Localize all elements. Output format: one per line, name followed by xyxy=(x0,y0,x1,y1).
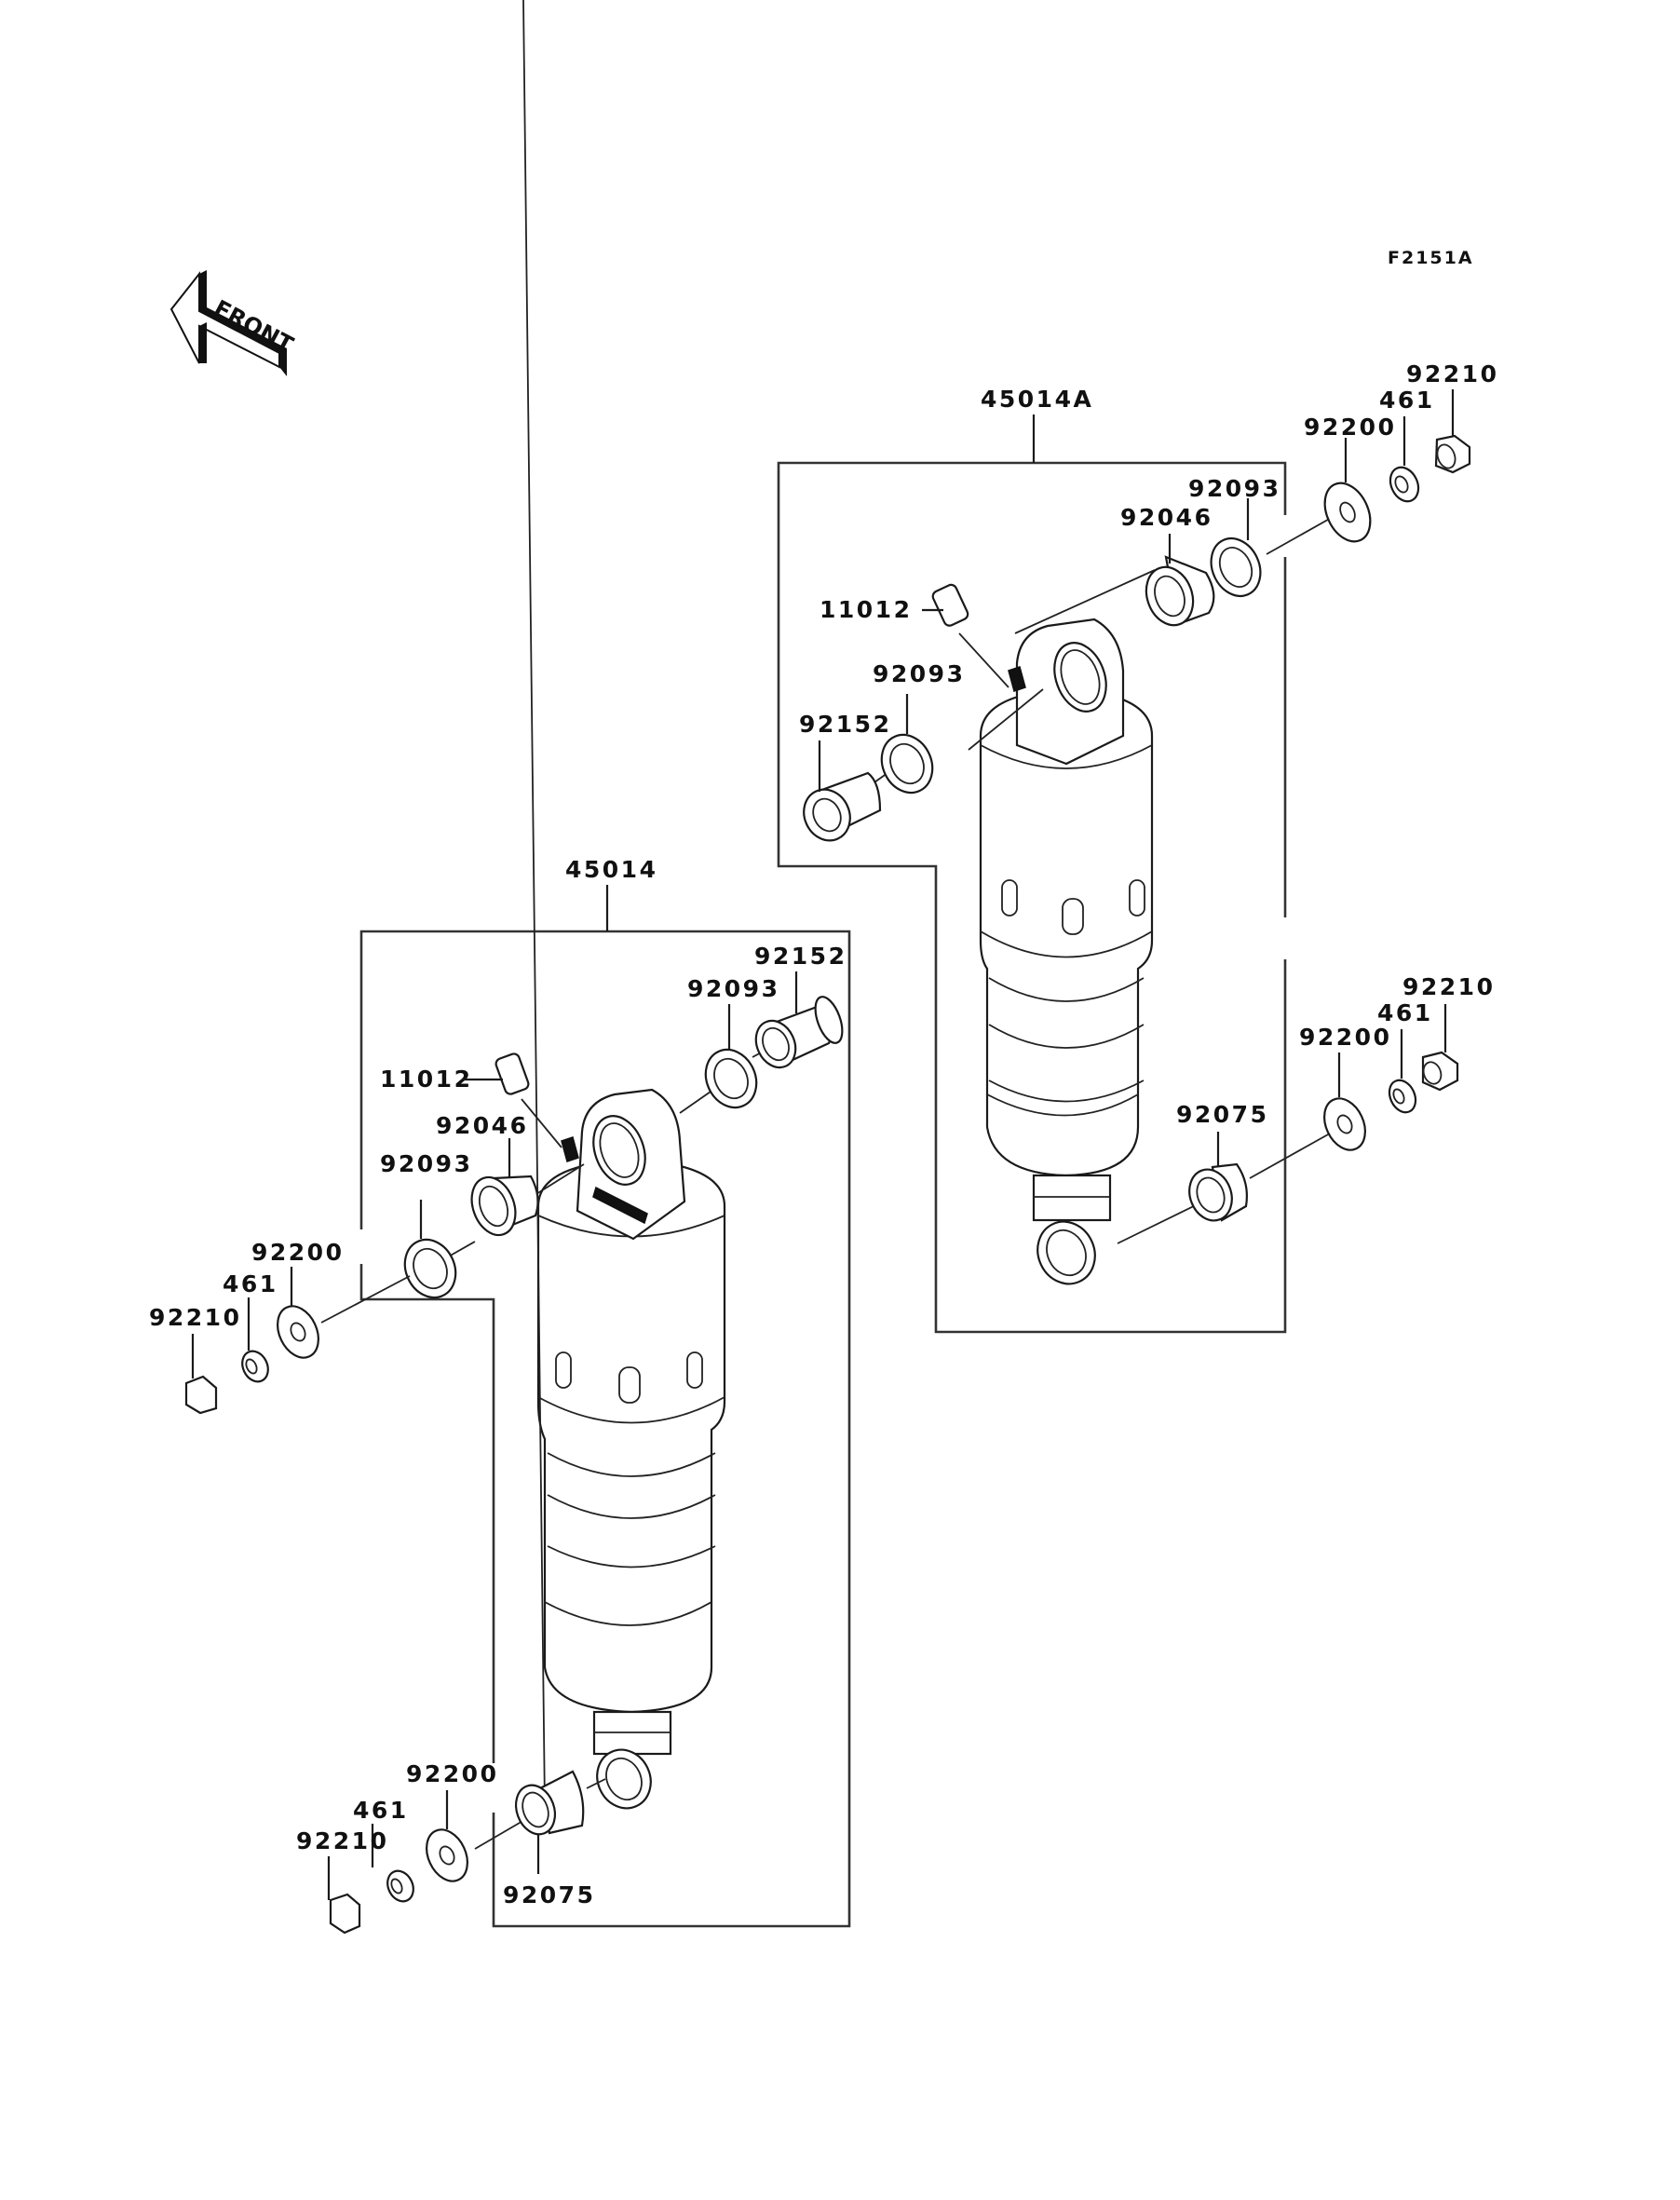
part-92093-left-seal xyxy=(403,1238,457,1299)
part-label-seal-left: 92093 xyxy=(380,1150,472,1177)
part-461-circlip-bottom xyxy=(386,1869,414,1903)
part-label-washer-top: 92200 xyxy=(251,1239,344,1266)
part-92200-washer-top xyxy=(277,1305,319,1359)
part-label-nut-top: 92210 xyxy=(149,1304,241,1331)
part-92210-nut-top xyxy=(184,1375,218,1415)
part-92046-bearing xyxy=(1145,555,1215,627)
part-92210-nut-bottom xyxy=(1421,1051,1459,1092)
part-label-washer-bottom: 92200 xyxy=(406,1760,498,1787)
part-label-seal-left: 92093 xyxy=(873,660,965,687)
part-label-circlip-bottom: 461 xyxy=(1377,999,1433,1026)
part-label-bearing: 92046 xyxy=(1120,504,1213,531)
part-92075-collar-bottom xyxy=(514,1770,585,1836)
part-label-collar-right: 92152 xyxy=(754,943,847,970)
part-label-collar-left: 92152 xyxy=(799,711,891,738)
part-label-circlip-bottom: 461 xyxy=(353,1797,409,1824)
assembly-bracket xyxy=(359,930,605,1229)
assembly-bracket xyxy=(777,461,1287,1334)
part-92200-washer-bottom xyxy=(1323,1097,1366,1151)
part-label-circlip-top: 461 xyxy=(223,1270,278,1297)
part-label-washer-top: 92200 xyxy=(1304,414,1396,441)
part-92093-right-seal xyxy=(704,1048,758,1109)
part-label-seal-right: 92093 xyxy=(1188,475,1280,502)
part-label-valve: 11012 xyxy=(820,596,912,623)
part-11012 xyxy=(495,1052,579,1162)
part-label-valve: 11012 xyxy=(380,1066,472,1093)
shock-absorber xyxy=(536,1088,726,1810)
part-11012 xyxy=(931,583,1026,692)
front-arrow-icon: FRONT xyxy=(169,270,298,376)
part-92210-nut-bottom xyxy=(329,1893,361,1935)
part-92210-nut-top xyxy=(1434,434,1471,474)
part-label-assembly: 45014A xyxy=(981,386,1093,413)
part-label-circlip-top: 461 xyxy=(1379,387,1435,414)
part-label-nut-bottom: 92210 xyxy=(1402,973,1495,1000)
part-461-circlip-bottom xyxy=(1388,1079,1417,1114)
part-label-collar-bottom: 92075 xyxy=(503,1881,595,1908)
part-label-seal-right: 92093 xyxy=(687,975,779,1002)
part-92200-washer-bottom xyxy=(426,1828,468,1882)
part-92093-right-seal xyxy=(1210,537,1262,597)
part-92046-bearing xyxy=(470,1175,539,1237)
assembly-45014A: 45014A xyxy=(777,360,1498,1334)
shock-absorber xyxy=(979,618,1154,1285)
part-label-washer-bottom: 92200 xyxy=(1299,1024,1391,1051)
figure-code: F2151A xyxy=(1388,248,1474,268)
part-92075-collar-bottom xyxy=(1188,1162,1248,1222)
part-label-collar-bottom: 92075 xyxy=(1176,1101,1268,1128)
part-92200-washer-top xyxy=(1323,482,1372,543)
part-92152-left-collar xyxy=(803,771,882,842)
part-92152-right-collar xyxy=(754,996,844,1069)
part-label-assembly: 45014 xyxy=(565,856,657,883)
part-label-bearing: 92046 xyxy=(436,1112,528,1139)
part-461-circlip-top xyxy=(241,1350,269,1383)
part-92093-left-seal xyxy=(880,733,934,794)
part-label-nut-top: 92210 xyxy=(1406,360,1498,387)
assembly-45014: 45014 xyxy=(149,0,851,1935)
part-label-nut-bottom: 92210 xyxy=(296,1827,388,1854)
part-461-circlip-top xyxy=(1389,466,1420,503)
